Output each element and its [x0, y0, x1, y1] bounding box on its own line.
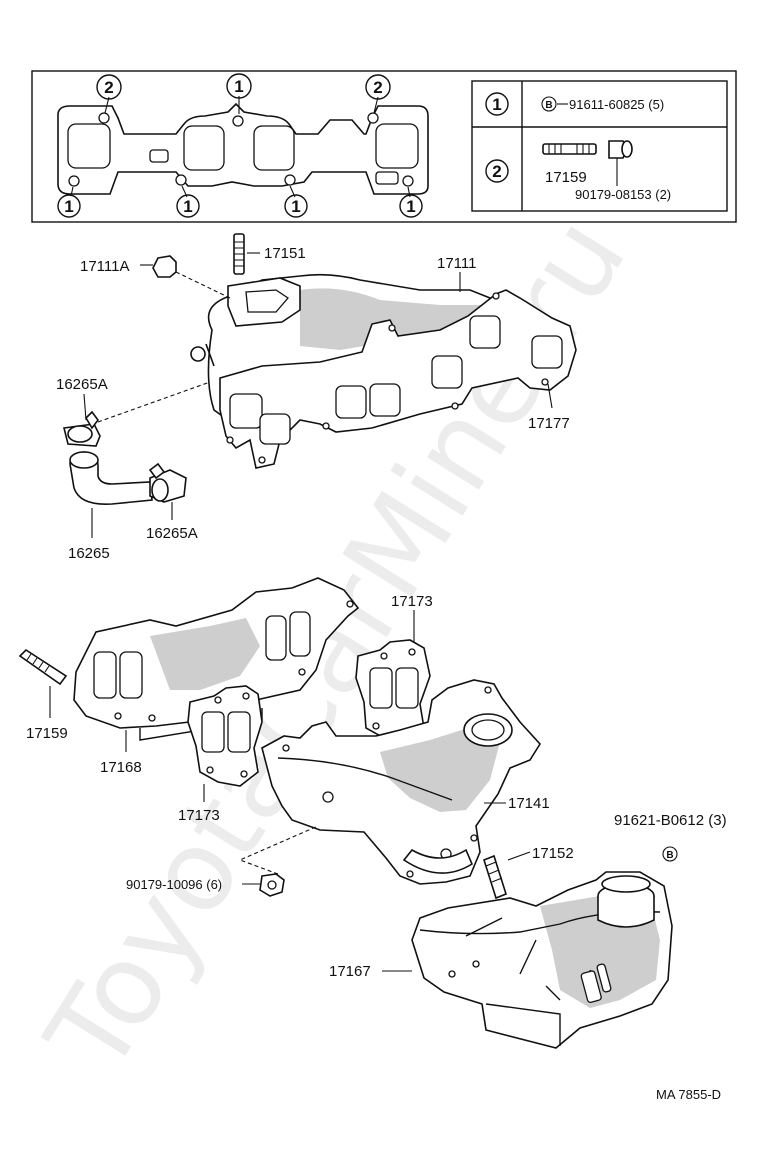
bolt-symbol-icon	[541, 96, 557, 112]
stud-17151	[233, 233, 245, 275]
callout-2-right: 2	[373, 78, 382, 97]
hose-clamp-16265A-top	[63, 410, 101, 447]
figure-code: MA 7855-D	[656, 1087, 721, 1102]
exhaust-gasket-17173-top	[355, 639, 431, 743]
stud-17152	[483, 854, 507, 900]
callout-2-left: 2	[104, 78, 113, 97]
bolt-symbol-91621: B	[666, 850, 673, 861]
label-17111: 17111	[437, 255, 477, 272]
callout-1-bottom-d: 1	[406, 197, 415, 216]
label-17111A: 17111A	[80, 258, 130, 275]
callout-circle-1-center	[226, 73, 252, 99]
label-17141: 17141	[508, 795, 550, 812]
legend-bolt-symbol: B	[545, 100, 552, 111]
label-17177: 17177	[528, 415, 570, 432]
label-90179-10096: 90179-10096 (6)	[126, 877, 222, 892]
nut-icon	[608, 140, 633, 159]
plug-17111A	[152, 255, 177, 278]
label-17173-top: 17173	[391, 593, 433, 610]
callout-1-bottom-a: 1	[64, 197, 73, 216]
heat-insulator-17167	[411, 871, 673, 1049]
legend-key-2: 2	[492, 162, 501, 181]
label-17159: 17159	[26, 725, 68, 742]
legend-table: 1 B 91611-60825 (5) 2 17159 90179-08153 …	[471, 80, 728, 212]
callout-1-bottom-c: 1	[291, 197, 300, 216]
label-17167: 17167	[329, 963, 371, 980]
hose-16265	[69, 451, 153, 505]
hose-clamp-16265A-bottom	[148, 462, 187, 503]
label-17152: 17152	[532, 845, 574, 862]
gasket-box	[31, 70, 737, 223]
legend-key-1: 1	[492, 95, 501, 114]
label-17151: 17151	[264, 245, 306, 262]
label-17168: 17168	[100, 759, 142, 776]
nut-90179-10096	[259, 873, 285, 897]
callout-circle-2-right	[365, 74, 391, 100]
callout-1-center: 1	[234, 77, 243, 96]
legend-stud-number: 17159	[545, 169, 587, 186]
stud-icon	[542, 143, 597, 155]
gasket-callouts: 2 1 2 1 1 1 1	[57, 73, 423, 218]
label-16265A-top: 16265A	[56, 376, 108, 393]
callout-1-bottom-b: 1	[183, 197, 192, 216]
stud-17159	[18, 648, 68, 686]
legend-bolt-part-number: 91611-60825 (5)	[569, 97, 664, 112]
intake-manifold-gasket-17177	[219, 289, 577, 469]
exhaust-gasket-17173-bottom	[187, 685, 263, 787]
label-91621-B0612: 91621-B0612 (3)	[614, 812, 727, 829]
exhaust-manifold-17168	[73, 577, 360, 741]
intake-manifold-gasket	[57, 102, 429, 195]
legend-nut-part-number: 90179-08153 (2)	[575, 187, 671, 202]
callout-circle-2-left	[96, 74, 122, 100]
bolt-symbol-91621-icon	[662, 846, 678, 862]
label-16265A-bottom: 16265A	[146, 525, 198, 542]
label-16265: 16265	[68, 545, 110, 562]
exhaust-manifold-17141	[261, 679, 541, 885]
label-17173-bottom: 17173	[178, 807, 220, 824]
